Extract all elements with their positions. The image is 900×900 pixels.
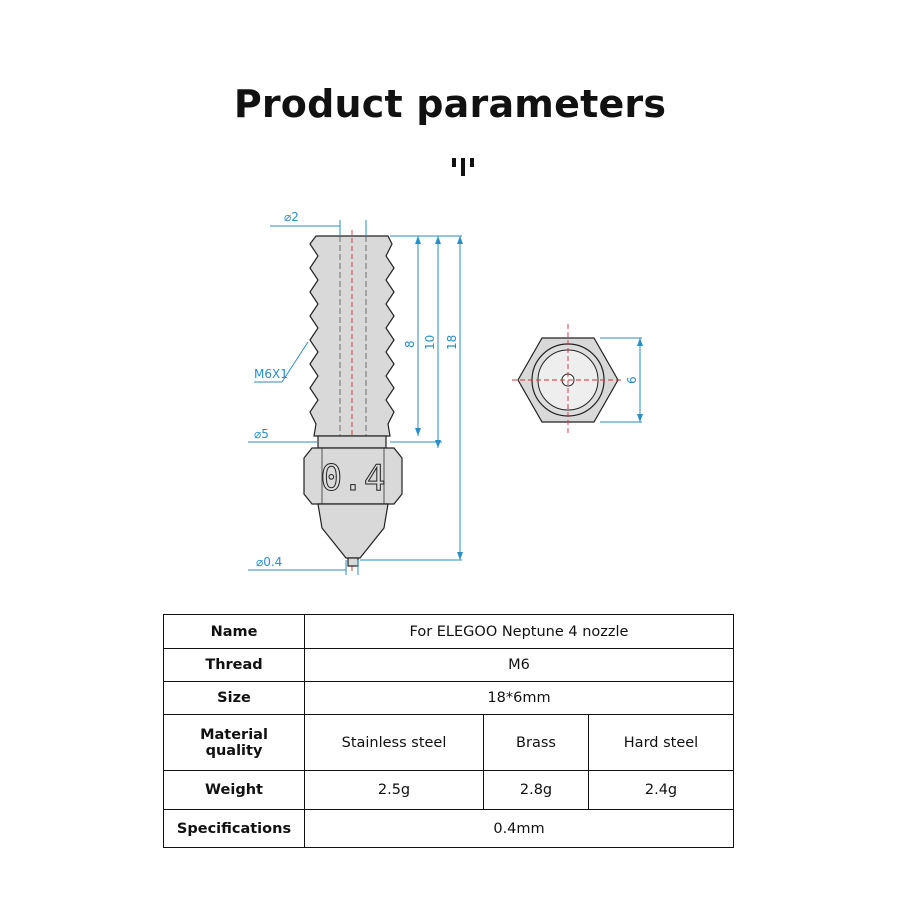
size-value: 18*6mm: [304, 681, 734, 715]
divider-icon: [452, 158, 474, 176]
nozzle-size-engraving: 0.4: [320, 458, 385, 499]
table-row: Specifications 0.4mm: [163, 809, 734, 848]
weight-label: Weight: [163, 770, 305, 810]
specifications-value: 0.4mm: [304, 809, 734, 848]
weight-hard-steel: 2.4g: [588, 770, 734, 810]
dim-orifice-diameter: ⌀0.4: [256, 555, 282, 569]
table-row: Thread M6: [163, 648, 734, 682]
table-row: Material quality Stainless steel Brass H…: [163, 714, 734, 771]
name-value: For ELEGOO Neptune 4 nozzle: [304, 614, 734, 649]
material-hard-steel: Hard steel: [588, 714, 734, 771]
size-label: Size: [163, 681, 305, 715]
table-row: Weight 2.5g 2.8g 2.4g: [163, 770, 734, 810]
table-row: Name For ELEGOO Neptune 4 nozzle: [163, 614, 734, 649]
nozzle-technical-drawing: 0.4 ⌀2 M6X1 ⌀5 ⌀0.4 8 10 18: [248, 210, 643, 575]
dim-thread: M6X1: [254, 367, 288, 381]
material-stainless: Stainless steel: [304, 714, 484, 771]
thread-label: Thread: [163, 648, 305, 682]
dim-hex-width: 6: [625, 376, 639, 384]
nozzle-side-view: 0.4: [303, 230, 403, 572]
dim-body-length: 10: [423, 335, 437, 350]
dim-thread-length: 8: [403, 340, 417, 348]
thread-value: M6: [304, 648, 734, 682]
page-title: Product parameters: [233, 82, 667, 126]
parameters-table: Name For ELEGOO Neptune 4 nozzle Thread …: [163, 614, 734, 848]
specifications-label: Specifications: [163, 809, 305, 848]
dim-total-length: 18: [445, 335, 459, 350]
material-label: Material quality: [163, 714, 305, 771]
dim-bore-diameter: ⌀2: [284, 210, 299, 224]
weight-brass: 2.8g: [483, 770, 589, 810]
weight-stainless: 2.5g: [304, 770, 484, 810]
dim-neck-diameter: ⌀5: [254, 427, 269, 441]
material-brass: Brass: [483, 714, 589, 771]
dimension-lines: ⌀2 M6X1 ⌀5 ⌀0.4 8 10 18: [248, 210, 463, 575]
table-row: Size 18*6mm: [163, 681, 734, 715]
name-label: Name: [163, 614, 305, 649]
nozzle-end-view: 6: [512, 324, 643, 436]
